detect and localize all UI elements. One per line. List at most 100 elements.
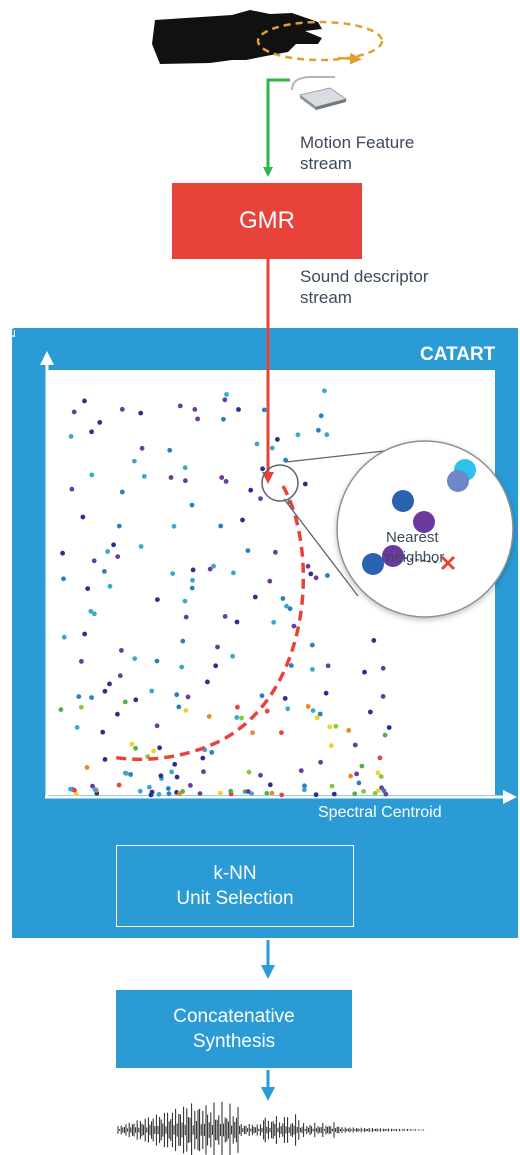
motion-feature-label: Motion Feature stream <box>300 132 414 174</box>
zoom-unit-navy-2 <box>362 553 384 575</box>
sound-unit-dot <box>288 663 294 668</box>
sound-unit-dot <box>71 409 77 415</box>
sound-unit-dot <box>348 773 353 779</box>
sound-unit-dot <box>313 575 319 581</box>
sound-unit-dot <box>371 638 377 643</box>
sound-unit-dot <box>235 704 240 710</box>
sound-unit-dot <box>356 780 362 786</box>
sound-unit-dot <box>284 603 289 609</box>
sound-unit-dot <box>327 724 333 730</box>
sound-unit-dot <box>183 614 189 620</box>
sound-unit-dot <box>68 786 73 792</box>
sound-unit-dot <box>119 489 125 495</box>
sound-unit-dot <box>84 765 90 770</box>
sound-unit-dot <box>180 638 186 644</box>
sound-unit-dot <box>267 782 273 788</box>
zoom-nearest-unit <box>382 545 404 567</box>
sound-unit-dot <box>174 774 180 780</box>
sound-unit-dot <box>132 458 137 464</box>
sound-unit-dot <box>157 745 163 751</box>
motion-feature-line-2: stream <box>300 154 352 173</box>
sound-unit-dot <box>116 782 122 788</box>
sound-unit-dot <box>222 397 228 403</box>
sound-unit-dot <box>105 549 110 554</box>
sound-unit-dot <box>209 750 215 755</box>
sound-unit-dot <box>168 475 174 480</box>
sound-unit-dot <box>119 406 125 412</box>
sound-unit-dot <box>218 523 224 529</box>
sound-unit-dot <box>250 730 256 736</box>
sound-unit-dot <box>197 791 203 796</box>
sound-unit-dot <box>129 741 135 747</box>
sound-unit-dot <box>149 789 155 795</box>
motion-feature-line-1: Motion Feature <box>300 133 415 152</box>
sound-unit-dot <box>224 392 229 397</box>
sound-unit-dot <box>222 614 228 619</box>
sound-unit-dot <box>234 715 240 720</box>
sound-unit-dot <box>147 784 152 790</box>
sound-unit-dot <box>386 725 392 730</box>
sound-unit-dot <box>305 704 311 709</box>
zoom-unit-slate <box>447 470 469 492</box>
sound-unit-dot <box>264 708 270 714</box>
sound-unit-dot <box>128 772 134 777</box>
sound-unit-dot <box>234 619 240 625</box>
sound-unit-dot <box>245 548 251 553</box>
nearest-cross-icon <box>440 555 456 571</box>
sound-unit-dot <box>287 606 293 612</box>
sound-unit-dot <box>207 566 213 572</box>
knn-unit-selection-box: k-NN Unit Selection <box>116 845 354 927</box>
sound-descriptor-line-2: stream <box>300 288 352 307</box>
sound-unit-dot <box>375 770 381 776</box>
sound-unit-dot <box>260 466 265 472</box>
sound-unit-dot <box>80 514 86 520</box>
sound-unit-dot <box>115 711 120 717</box>
sound-unit-dot <box>166 791 172 797</box>
sound-unit-dot <box>174 692 180 698</box>
nearest-neighbor-line-1: Nearest <box>386 529 439 546</box>
sound-unit-dot <box>111 542 116 548</box>
sound-unit-dot <box>102 688 108 694</box>
sound-unit-dot <box>267 578 273 584</box>
sound-unit-dot <box>82 398 87 404</box>
sound-unit-dot <box>323 690 329 696</box>
sound-unit-dot <box>100 729 106 735</box>
sound-unit-dot <box>318 759 323 765</box>
sound-unit-dot <box>230 653 236 659</box>
sound-unit-dot <box>116 523 122 529</box>
sound-unit-dot <box>182 598 188 604</box>
sound-unit-dot <box>377 755 383 761</box>
sound-unit-dot <box>138 544 144 549</box>
sound-unit-dot <box>78 704 84 710</box>
sound-unit-dot <box>362 669 367 675</box>
sound-unit-dot <box>273 549 278 555</box>
sound-unit-dot <box>89 472 95 478</box>
sound-unit-dot <box>375 788 381 793</box>
sound-unit-dot <box>154 658 160 664</box>
sound-unit-dot <box>322 388 327 394</box>
knn-line-2: Unit Selection <box>176 888 294 909</box>
sound-unit-dot <box>141 474 147 479</box>
sound-unit-dot <box>302 481 308 487</box>
motion-feature-arrow <box>263 78 290 177</box>
sound-unit-dot <box>137 788 143 794</box>
nearest-neighbor-zoom <box>261 440 514 618</box>
sound-unit-dot <box>89 429 94 435</box>
sound-unit-dot <box>264 791 270 796</box>
sound-unit-dot <box>269 790 275 796</box>
sound-unit-dot <box>61 634 67 640</box>
sound-unit-dot <box>246 769 252 775</box>
sound-unit-dot <box>324 432 330 438</box>
sound-unit-dot <box>188 783 193 788</box>
sound-unit-dot <box>206 714 212 719</box>
sound-unit-dot <box>368 709 373 715</box>
sound-unit-dot <box>189 585 195 591</box>
sound-unit-dot <box>205 679 210 685</box>
sound-unit-dot <box>310 667 315 672</box>
spectral-centroid-axis-label: Spectral Centroid <box>318 804 442 821</box>
sound-unit-dot <box>236 407 241 412</box>
sound-unit-dot <box>382 732 388 738</box>
sound-unit-dot <box>254 441 260 447</box>
sound-unit-dot <box>219 475 225 480</box>
